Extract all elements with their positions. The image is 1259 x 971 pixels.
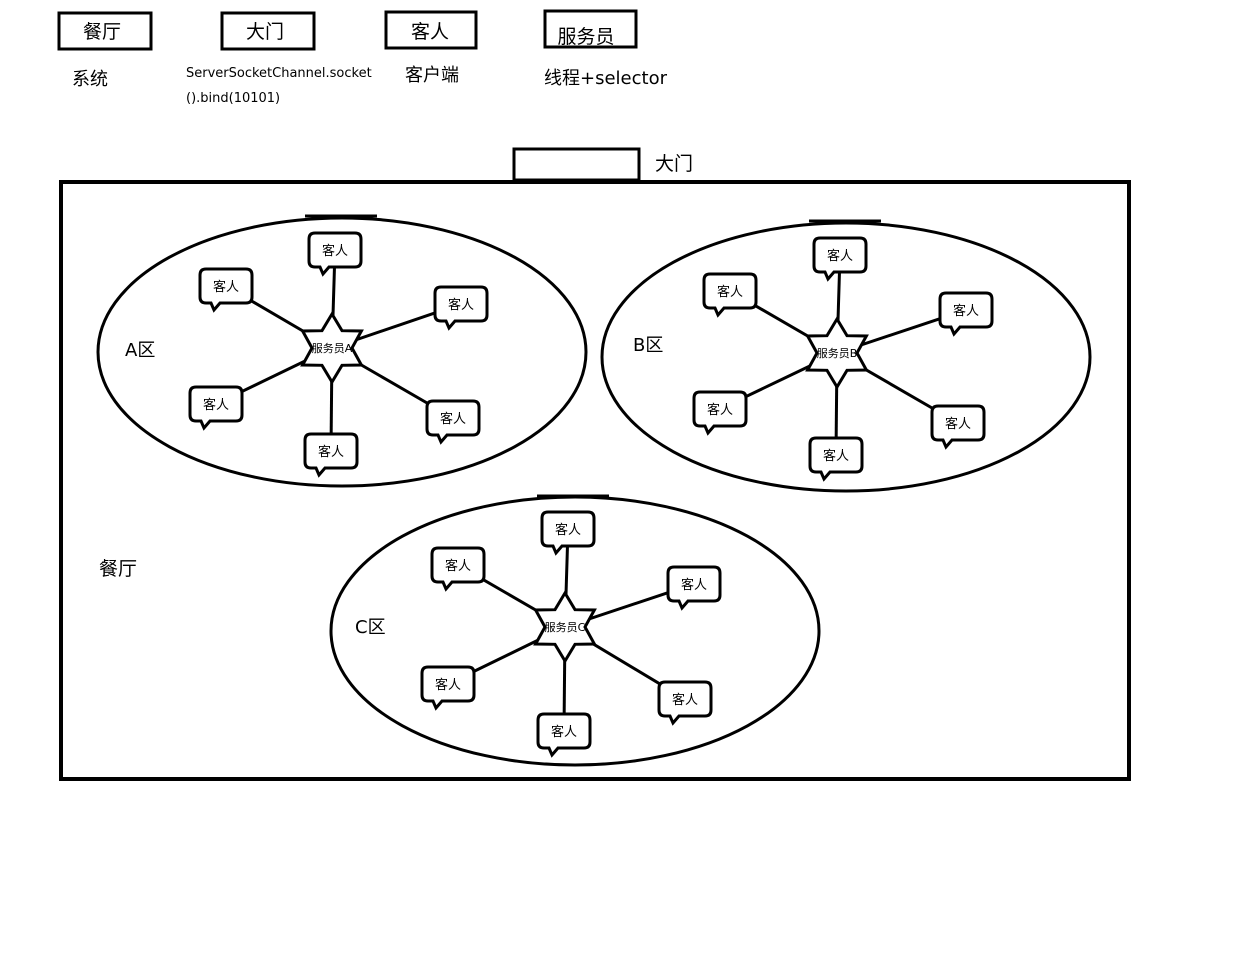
zone-label: B区 [633,335,663,356]
legend-box-restaurant [57,11,153,51]
guest-label: 客人 [555,522,581,538]
guest-label: 客人 [322,243,348,259]
guest-label: 客人 [445,558,471,574]
legend-box-waiter [543,9,638,49]
legend-box-label: 服务员 [557,26,614,48]
legend-desc: 线程+selector [544,68,668,89]
guest-bubble: 客人 [812,236,868,282]
waiter-star [805,316,869,390]
legend-box-label: 大门 [246,21,284,43]
guest-bubble-shape [938,291,994,337]
legend-box-label: 餐厅 [83,21,121,43]
guest-label: 客人 [707,402,733,418]
door-box [512,147,641,182]
guest-label: 客人 [945,416,971,432]
waiter-label: 服务员A [312,342,353,355]
guest-bubble: 客人 [930,404,986,450]
guest-label: 客人 [440,411,466,427]
guest-label: 客人 [435,677,461,693]
waiter-label: 服务员B [817,347,858,360]
guest-label: 客人 [203,397,229,413]
guest-label: 客人 [448,297,474,313]
guest-bubble: 客人 [657,680,713,726]
guest-bubble-shape [433,285,489,331]
guest-bubble: 客人 [540,510,596,556]
guest-label: 客人 [551,724,577,740]
waiter-star [300,311,364,385]
legend-box-guest [384,10,478,50]
guest-bubble-shape [930,404,986,450]
guest-bubble-shape [702,272,758,318]
restaurant-box [59,180,1131,781]
zone-label: A区 [125,340,155,361]
guest-bubble-shape [303,432,359,478]
guest-bubble: 客人 [307,231,363,277]
guest-bubble: 客人 [692,390,748,436]
guest-bubble: 客人 [303,432,359,478]
guest-bubble-shape [536,712,592,758]
legend-item-guest: 客人 客户端 [384,10,478,86]
waiter-star [533,590,597,664]
legend: 餐厅 系统 大门 ServerSocketChannel.socket ().b… [57,9,668,106]
guest-bubble-shape [188,385,244,431]
guest-bubble: 客人 [425,399,481,445]
legend-item-waiter: 服务员 线程+selector [543,9,668,89]
zone-label: C区 [355,617,386,638]
guest-bubble-shape [808,436,864,482]
guest-bubble-shape [812,236,868,282]
door-label: 大门 [655,153,693,175]
guest-bubble: 客人 [666,565,722,611]
guest-bubble: 客人 [702,272,758,318]
guest-label: 客人 [213,279,239,295]
guest-bubble: 客人 [188,385,244,431]
zone-ellipse [96,216,588,488]
guest-bubble: 客人 [433,285,489,331]
guest-label: 客人 [681,577,707,593]
legend-item-restaurant: 餐厅 系统 [57,11,153,90]
guest-bubble-shape [540,510,596,556]
legend-desc: 客户端 [405,65,459,86]
guest-bubble-shape [430,546,486,592]
guest-bubble: 客人 [536,712,592,758]
guest-label: 客人 [672,692,698,708]
legend-item-door: 大门 ServerSocketChannel.socket ().bind(10… [186,11,372,106]
guest-bubble-shape [666,565,722,611]
zone-ellipse [600,221,1092,493]
legend-desc: ServerSocketChannel.socket [186,66,372,81]
guest-bubble: 客人 [198,267,254,313]
waiter-label: 服务员C [545,621,586,634]
guest-bubble-shape [692,390,748,436]
legend-box-label: 客人 [411,21,449,43]
guest-label: 客人 [318,444,344,460]
guest-bubble: 客人 [808,436,864,482]
guest-label: 客人 [827,248,853,264]
restaurant-label: 餐厅 [99,558,137,580]
guest-bubble-shape [425,399,481,445]
guest-bubble: 客人 [430,546,486,592]
guest-bubble-shape [307,231,363,277]
guest-bubble: 客人 [938,291,994,337]
guest-label: 客人 [823,448,849,464]
guest-bubble: 客人 [420,665,476,711]
legend-desc: 系统 [72,69,108,90]
guest-label: 客人 [717,284,743,300]
legend-desc: ().bind(10101) [186,91,280,106]
guest-bubble-shape [657,680,713,726]
guest-bubble-shape [420,665,476,711]
legend-box-door [220,11,316,51]
guest-label: 客人 [953,303,979,319]
guest-bubble-shape [198,267,254,313]
